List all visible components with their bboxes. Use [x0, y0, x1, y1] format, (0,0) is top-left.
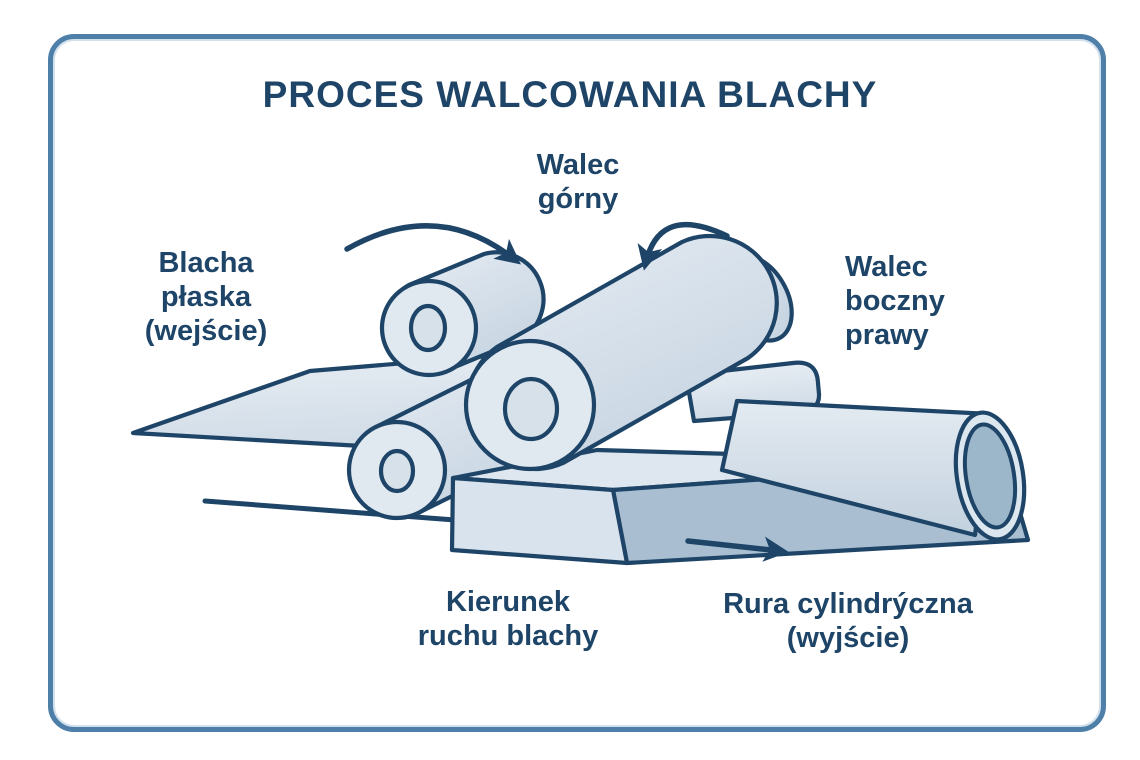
- label-sheet-direction-line2: ruchu blachy: [417, 620, 599, 652]
- label-input-sheet: Blacha płaska (wejście): [145, 246, 268, 348]
- label-output-tube-line1: Rura cylindrýczna: [723, 588, 973, 620]
- label-output-tube: Rura cylindrýczna (wyjście): [723, 587, 973, 655]
- label-right-side-roller-line2: boczny: [845, 285, 945, 317]
- label-sheet-direction-line1: Kierunek: [445, 586, 571, 618]
- page-title: PROCES WALCOWANIA BLACHY: [262, 74, 878, 115]
- label-top-roller-line1: Walec: [536, 149, 620, 181]
- label-right-side-roller-line1: Walec: [845, 251, 928, 283]
- label-input-sheet-line1: Blacha: [158, 247, 254, 279]
- label-input-sheet-line3: (wejście): [144, 315, 268, 347]
- guide-line-icon: [202, 498, 471, 524]
- label-sheet-direction: Kierunek ruchu blachy: [418, 585, 599, 653]
- direction-arrow-icon: [685, 536, 789, 562]
- label-output-tube-line2: (wyjście): [786, 622, 910, 654]
- output-tube-icon: [719, 398, 1027, 542]
- base-block-front-face: [449, 475, 630, 566]
- label-right-side-roller-line3: prawy: [845, 319, 929, 351]
- label-right-side-roller: Walec boczny prawy: [845, 250, 945, 352]
- main-roller-icon: [463, 233, 794, 472]
- rotation-arrow-left-icon: [344, 223, 521, 265]
- output-tube-bore: [962, 422, 1018, 530]
- label-top-roller: Walec górny: [537, 148, 620, 216]
- rotation-arrow-right-icon: [637, 221, 730, 271]
- label-top-roller-line2: górny: [537, 183, 619, 215]
- label-input-sheet-line2: płaska: [160, 281, 252, 313]
